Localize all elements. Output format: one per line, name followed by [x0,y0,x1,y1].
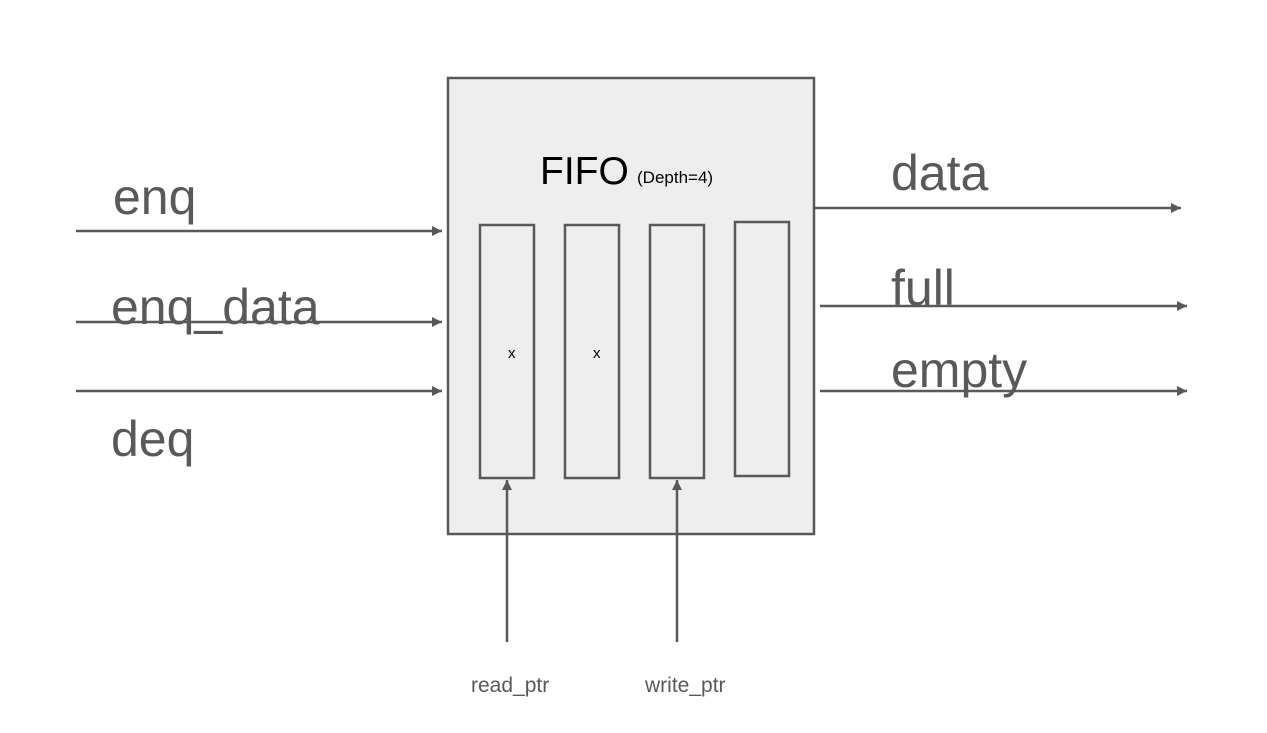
full-label: full [891,260,955,316]
enq-data-label: enq_data [111,279,320,335]
deq-label: deq [111,411,194,467]
fifo-slot-1 [478,223,536,480]
write-ptr-label: write_ptr [644,674,726,697]
slot-1-mark: x [508,345,516,362]
enq-label: enq [113,169,196,225]
data-label: data [891,145,989,201]
fifo-slot-3 [648,223,706,480]
read-ptr-label: read_ptr [471,674,549,697]
fifo-subtitle: (Depth=4) [637,168,713,187]
empty-label: empty [891,342,1027,398]
fifo-slot-4 [733,220,791,478]
fifo-title: FIFO [540,150,629,193]
slot-2-mark: x [593,345,601,362]
fifo-slot-2 [563,223,621,480]
